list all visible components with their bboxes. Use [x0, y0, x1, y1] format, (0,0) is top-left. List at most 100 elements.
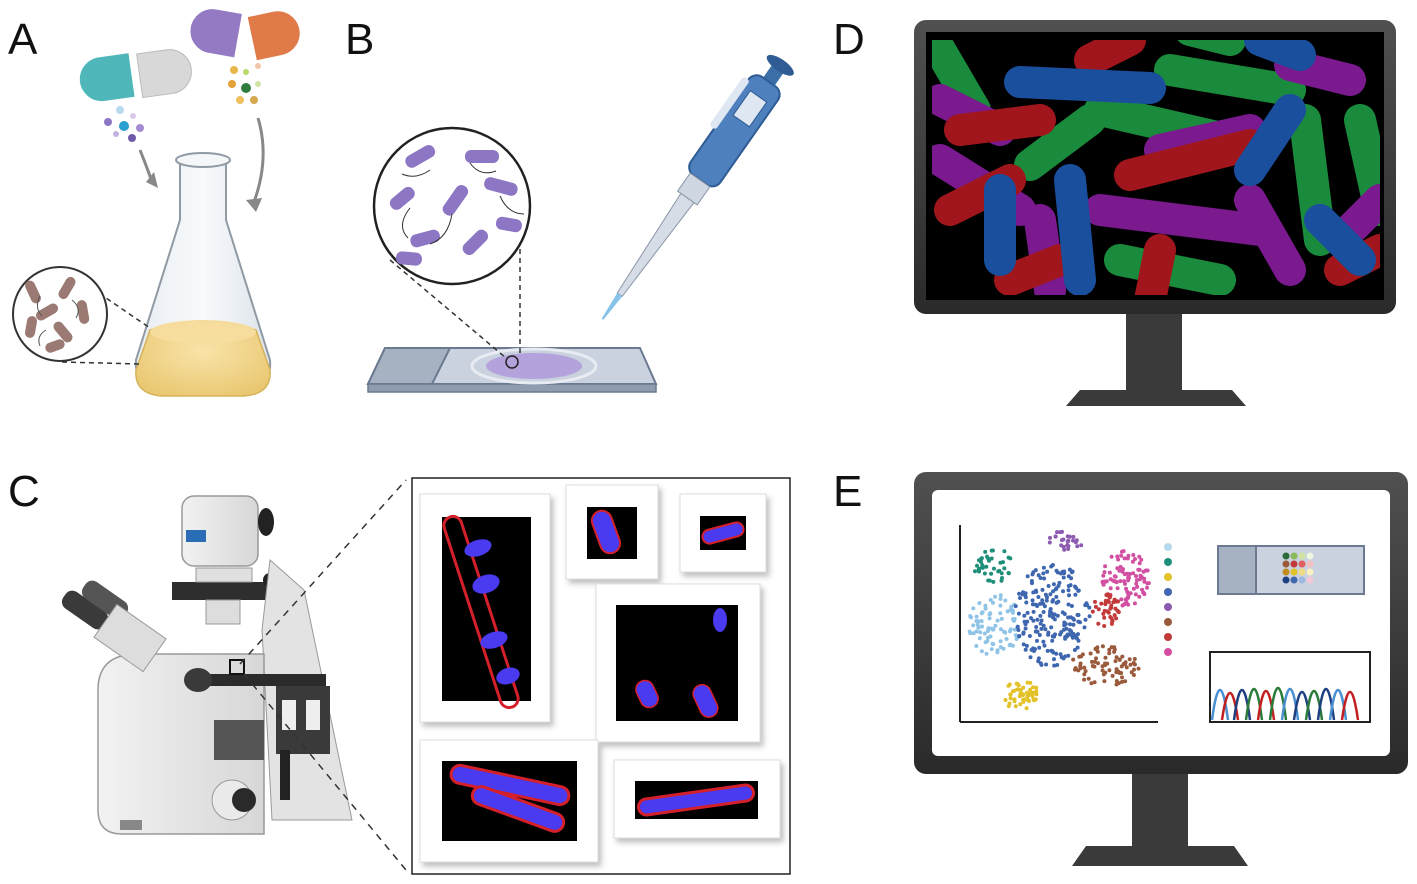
- scatter-point: [989, 626, 994, 631]
- scatter-point: [989, 647, 994, 652]
- panel-b: [366, 54, 794, 393]
- scatter-point: [1132, 662, 1137, 667]
- scatter-point: [1066, 547, 1071, 551]
- scatter-point: [1116, 610, 1121, 615]
- scatter-point: [1075, 613, 1080, 617]
- scatter-point: [1102, 579, 1107, 584]
- scatter-point: [1045, 569, 1050, 574]
- scatter-point: [975, 622, 980, 627]
- scatter-point: [1036, 573, 1041, 578]
- scatter-point: [1010, 610, 1015, 615]
- scatter-point: [1136, 666, 1141, 671]
- scatter-point: [1030, 598, 1035, 603]
- scatter-point: [1028, 655, 1033, 660]
- scatter-point: [1120, 679, 1124, 684]
- scatter-point: [1100, 668, 1105, 673]
- scatter-point: [1083, 669, 1088, 674]
- scatter-point: [1108, 606, 1113, 611]
- segmentation-image: [932, 40, 1380, 295]
- scatter-point: [1035, 638, 1039, 643]
- scatter-point: [1114, 679, 1119, 683]
- scatter-point: [993, 594, 998, 599]
- scatter-point: [1015, 687, 1019, 692]
- scatter-point: [1042, 604, 1047, 609]
- scatter-point: [1006, 555, 1011, 560]
- scatter-point: [1117, 568, 1122, 573]
- scatter-point: [1038, 613, 1043, 618]
- scatter-point: [1008, 608, 1013, 613]
- scatter-point: [1046, 584, 1051, 588]
- scatter-point: [1103, 670, 1108, 675]
- scatter-point: [988, 611, 993, 616]
- scatter-point: [1024, 600, 1029, 605]
- scatter-point: [1023, 626, 1028, 631]
- scatter-point: [1016, 628, 1021, 632]
- scatter-point: [1071, 534, 1076, 539]
- scatter-point: [1102, 624, 1107, 628]
- scatter-point: [1132, 667, 1136, 672]
- scatter-point: [984, 564, 989, 569]
- scatter-point: [1031, 646, 1036, 651]
- scatter-point: [1114, 655, 1119, 660]
- drug-particles-right: [228, 63, 261, 104]
- scatter-point: [982, 631, 987, 636]
- scatter-point: [1093, 646, 1098, 651]
- scatter-point: [1112, 597, 1117, 602]
- scatter-point: [1119, 549, 1124, 554]
- cell-filament: [442, 514, 520, 710]
- scatter-point: [1040, 587, 1045, 592]
- scatter-point: [1017, 634, 1022, 639]
- scatter-point: [1112, 613, 1117, 618]
- scatter-point: [1101, 582, 1106, 587]
- scatter-point: [1078, 664, 1083, 668]
- scatter-point: [1039, 618, 1044, 623]
- scatter-point: [998, 603, 1003, 608]
- scatter-point: [1066, 584, 1071, 588]
- scatter-point: [1037, 645, 1042, 650]
- scatter-point: [1058, 652, 1063, 657]
- scatter-point: [1110, 619, 1115, 624]
- scatter-point: [1029, 616, 1033, 621]
- scatter-point: [1042, 576, 1047, 581]
- scatter-point: [998, 593, 1003, 598]
- scatter-point: [1119, 597, 1124, 602]
- scatter-point: [1079, 543, 1084, 548]
- scatter-point: [988, 598, 993, 602]
- scatter-point: [1060, 529, 1064, 534]
- scatter-point: [1055, 613, 1060, 618]
- scatter-point: [1134, 578, 1139, 583]
- scatter-point: [1049, 564, 1054, 569]
- scatter-point: [1027, 699, 1031, 703]
- scatter-point: [1008, 692, 1013, 697]
- scatter-point: [1036, 659, 1041, 664]
- scatter-point: [1062, 620, 1067, 625]
- scatter-point: [1082, 625, 1087, 630]
- scatter-point: [1002, 566, 1007, 571]
- scatter-point: [1092, 680, 1097, 685]
- scatter-point: [998, 627, 1003, 632]
- scatter-point: [1113, 659, 1118, 664]
- capsule-icon: [79, 49, 192, 102]
- scatter-point: [1131, 586, 1136, 591]
- panel-label-a: A: [8, 15, 38, 64]
- scatter-point: [979, 619, 984, 624]
- scatter-point: [1102, 679, 1107, 684]
- scatter-point: [979, 560, 983, 564]
- scatter-point: [983, 606, 988, 611]
- scatter-point: [1048, 607, 1053, 611]
- scatter-point: [1096, 621, 1101, 626]
- scatter-point: [1119, 664, 1124, 669]
- scatter-point: [1137, 561, 1142, 566]
- scatter-point: [1140, 587, 1145, 592]
- panel-a: [12, 9, 300, 397]
- scatter-point: [1107, 668, 1112, 673]
- scatter-point: [1142, 579, 1147, 584]
- scatter-point: [1015, 624, 1020, 629]
- scatter-point: [1136, 567, 1141, 572]
- scatter-point: [1142, 592, 1147, 597]
- scatter-point: [1030, 685, 1035, 690]
- scatter-point: [989, 556, 994, 561]
- scatter-point: [1119, 553, 1124, 558]
- scatter-point: [1037, 633, 1042, 637]
- scatter-point: [1071, 538, 1075, 543]
